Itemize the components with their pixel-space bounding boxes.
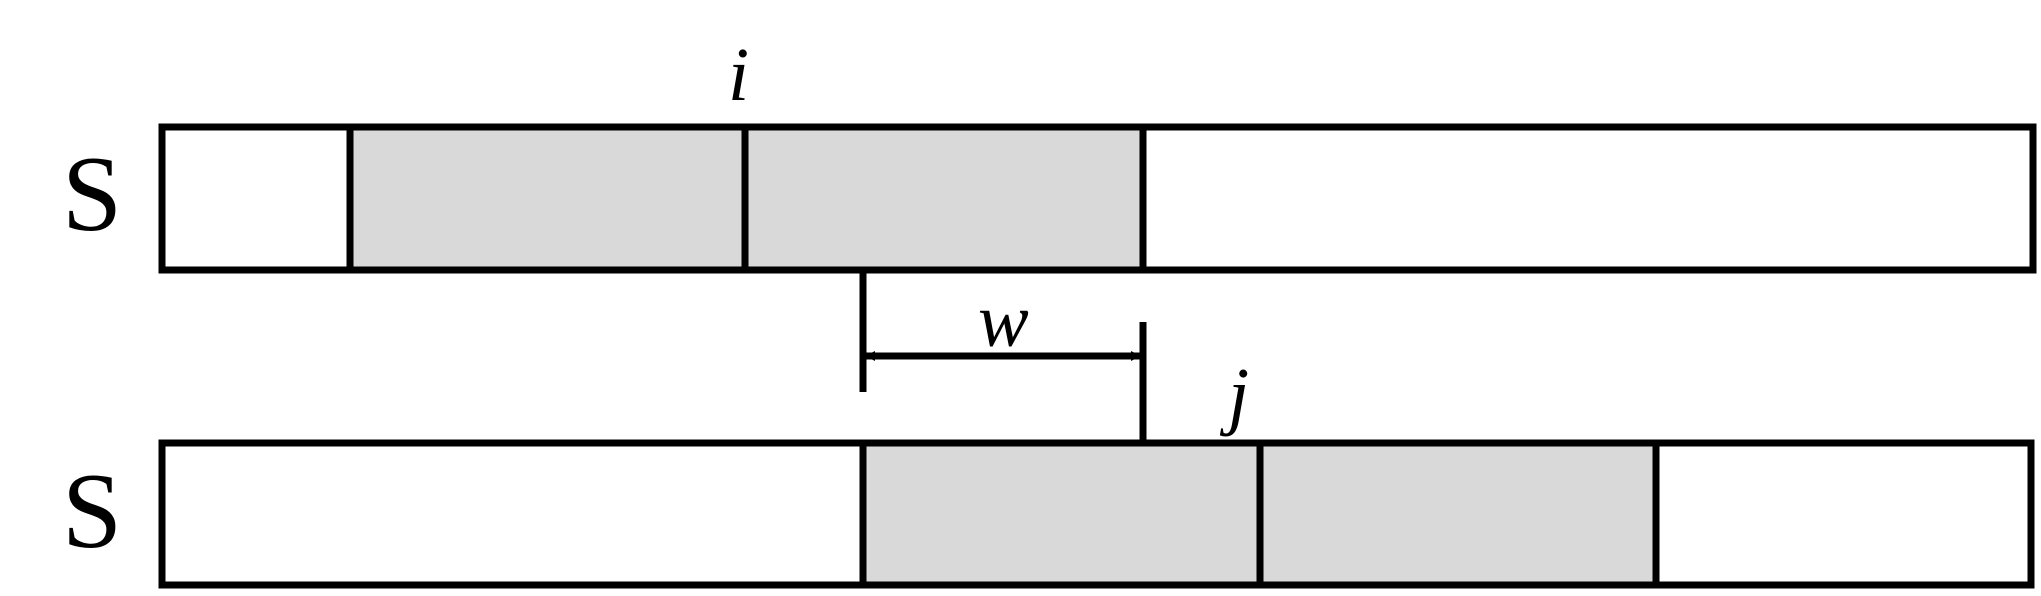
offset-indicator: w [859, 270, 1147, 443]
highlight-block-bottom-right [1256, 439, 1660, 589]
sequence-row-top: S i [62, 33, 2037, 274]
sequence-row-bottom: S j [62, 353, 2035, 589]
row-label-top: S [62, 135, 122, 254]
row-label-bottom: S [62, 452, 122, 571]
highlight-block-top-right [741, 123, 1147, 274]
offset-label-w: w [978, 279, 1029, 363]
highlight-block-top-left [346, 123, 749, 274]
position-marker-j: j [1219, 353, 1249, 437]
position-marker-i: i [728, 33, 749, 117]
highlight-block-bottom-left [859, 439, 1264, 589]
